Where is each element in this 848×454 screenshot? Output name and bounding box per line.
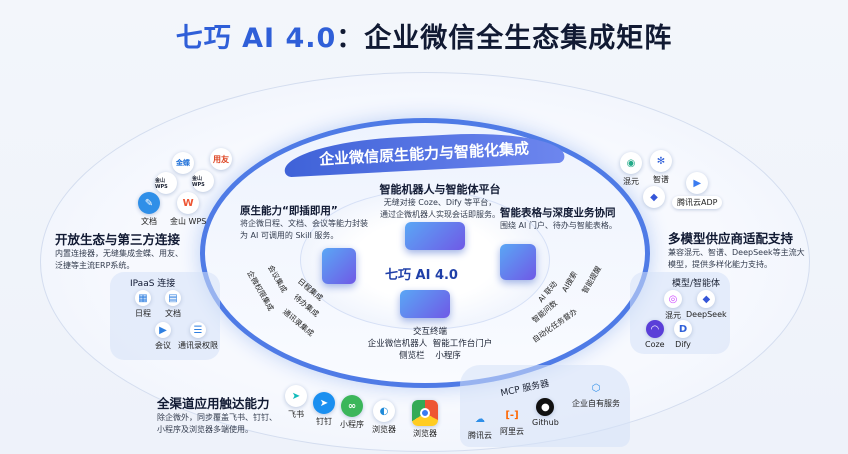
page-title: 七巧 AI 4.0：企业微信全生态集成矩阵 <box>175 23 673 54</box>
feishu-icon: ➤ <box>285 385 307 407</box>
agents-panel <box>630 272 730 354</box>
calendar-icon: ▦ <box>135 290 151 306</box>
ipaas-item: ▶会议 <box>155 322 171 351</box>
bot-platform-section: 智能机器人与智能体平台 无缝对接 Coze、Dify 等平台， 通过企微机器人实… <box>379 183 501 219</box>
miniprogram-icon: ∞ <box>341 395 363 417</box>
models-section: 多模型供应商适配支持 兼容混元、智谱、DeepSeek等主流大 模型，提供多样化… <box>668 231 805 269</box>
hunyuan-icon: ◉ <box>620 152 642 174</box>
contacts-icon: ☰ <box>190 322 206 338</box>
agent-item: ◠Coze <box>645 320 665 349</box>
open-ecosystem-section: 开放生态与第三方连接 内置连接器，无缝集成金蝶、用友、 泛捷等主流ERP系统。 <box>55 232 183 270</box>
model-zhipu: ✻智谱 <box>650 150 672 185</box>
hexagon-icon: ⬡ <box>591 382 601 394</box>
chrome-icon <box>412 400 438 426</box>
wps-icon: W <box>177 192 200 214</box>
mcp-tencent-cloud: ☁腾讯云 <box>468 410 492 441</box>
center-label: 七巧 AI 4.0 <box>385 268 458 283</box>
adp-icon: ▶ <box>686 172 709 194</box>
robot-cube <box>400 290 450 318</box>
coze-icon: ◠ <box>645 320 664 338</box>
app-miniprogram: ∞小程序 <box>340 395 364 430</box>
app-dingtalk: ➤钉钉 <box>313 392 335 427</box>
mcp-github: ●Github <box>532 398 559 427</box>
app-feishu: ➤飞书 <box>285 385 307 420</box>
ipaas-item: ▦日程 <box>135 290 151 319</box>
logo-yonyou: 用友 <box>210 148 232 170</box>
ipaas-item: ▤文档 <box>165 290 181 319</box>
mcp-aliyun: [-]阿里云 <box>500 406 524 437</box>
logo-wps-small: 金山WPS <box>155 172 177 194</box>
dify-icon: D <box>674 320 692 338</box>
cloud-icon: ☁ <box>475 413 485 425</box>
agent-item: ◎混元 <box>664 290 682 321</box>
ipaas-title: IPaaS 连接 <box>130 279 176 289</box>
deepseek-icon: ◆ <box>643 186 665 208</box>
native-cube <box>322 248 356 284</box>
logo-kingdee: 金蝶 <box>172 152 194 174</box>
smart-table-section: 智能表格与深度业务协同 围绕 AI 门户、待办与智能表格。 <box>500 207 617 230</box>
mcp-enterprise: ⬡企业自有服务 <box>572 380 620 409</box>
aliyun-icon: [-] <box>505 409 519 421</box>
docs-icon: ✎ <box>138 192 160 214</box>
bot-platform-cube <box>405 222 465 250</box>
app-chrome: 浏览器 <box>412 400 438 439</box>
meeting-icon: ▶ <box>155 322 171 338</box>
agent-item: ◆DeepSeek <box>686 290 727 319</box>
deepseek-icon: ◆ <box>697 290 716 308</box>
channels-section: 全渠道应用触达能力 除企微外，同步覆盖飞书、钉钉、 小程序及浏览器多端使用。 <box>157 396 277 434</box>
docs-item: ✎文档 <box>138 192 160 227</box>
dingtalk-icon: ➤ <box>313 392 335 414</box>
ipaas-item: ☰通讯录权限 <box>178 322 218 351</box>
terminal-section: 交互终端 企业微信机器人 智能工作台门户 侧览栏 小程序 <box>367 327 493 361</box>
github-icon: ● <box>536 398 555 416</box>
model-hunyuan: ◉混元 <box>620 152 642 187</box>
native-section: 原生能力“即插即用” 将企微日程、文档、会议等能力封装 为 AI 可调用的 Sk… <box>240 205 368 240</box>
agents-title: 模型/智能体 <box>672 279 721 289</box>
zhipu-icon: ✻ <box>650 150 672 172</box>
document-icon: ▤ <box>165 290 181 306</box>
model-tencent-adp: ▶腾讯云ADP <box>672 172 723 209</box>
logo-wps-small: 金山WPS <box>192 170 214 192</box>
hunyuan-icon: ◎ <box>664 290 682 308</box>
ipaas-panel <box>110 272 220 360</box>
app-edge: ◐浏览器 <box>372 400 396 435</box>
smart-table-cube <box>500 244 536 280</box>
edge-browser-icon: ◐ <box>373 400 395 422</box>
